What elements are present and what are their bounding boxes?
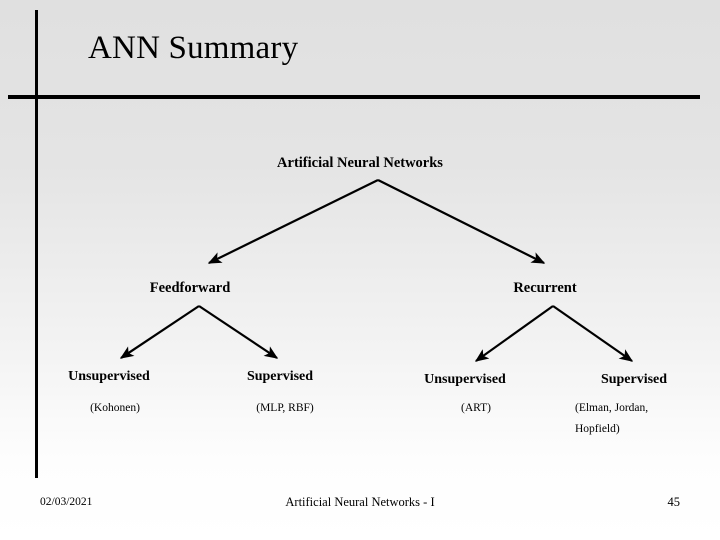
connector-recurrent-to-unsupervised (474, 305, 554, 362)
node-feedforward-unsupervised-examples: (Kohonen) (90, 402, 140, 414)
node-feedforward-unsupervised: Unsupervised (68, 369, 150, 384)
node-feedforward: Feedforward (149, 280, 231, 296)
footer-date: 02/03/2021 (40, 496, 93, 508)
connector-root-to-feedforward (207, 179, 379, 264)
node-recurrent-supervised: Supervised (600, 372, 668, 387)
footer-title: Artificial Neural Networks - I (285, 495, 435, 509)
connector-recurrent-to-supervised (552, 305, 634, 362)
connector-root-to-recurrent (377, 179, 546, 264)
page-title: ANN Summary (88, 30, 299, 66)
node-recurrent-unsupervised-examples: (ART) (461, 402, 491, 414)
title-vertical-rule (35, 10, 38, 478)
node-recurrent-unsupervised: Unsupervised (424, 372, 506, 387)
node-recurrent: Recurrent (513, 280, 577, 296)
title-horizontal-rule (8, 95, 700, 99)
node-artificial-neural-networks: Artificial Neural Networks (277, 155, 443, 171)
footer-page-number: 45 (667, 495, 681, 509)
node-recurrent-supervised-examples-line2: Hopfield) (575, 423, 620, 435)
connector-feedforward-to-supervised (198, 305, 279, 359)
connector-feedforward-to-unsupervised (119, 305, 200, 359)
node-feedforward-supervised: Supervised (246, 369, 314, 384)
node-recurrent-supervised-examples-line1: (Elman, Jordan, (575, 402, 649, 414)
node-feedforward-supervised-examples: (MLP, RBF) (256, 402, 314, 414)
